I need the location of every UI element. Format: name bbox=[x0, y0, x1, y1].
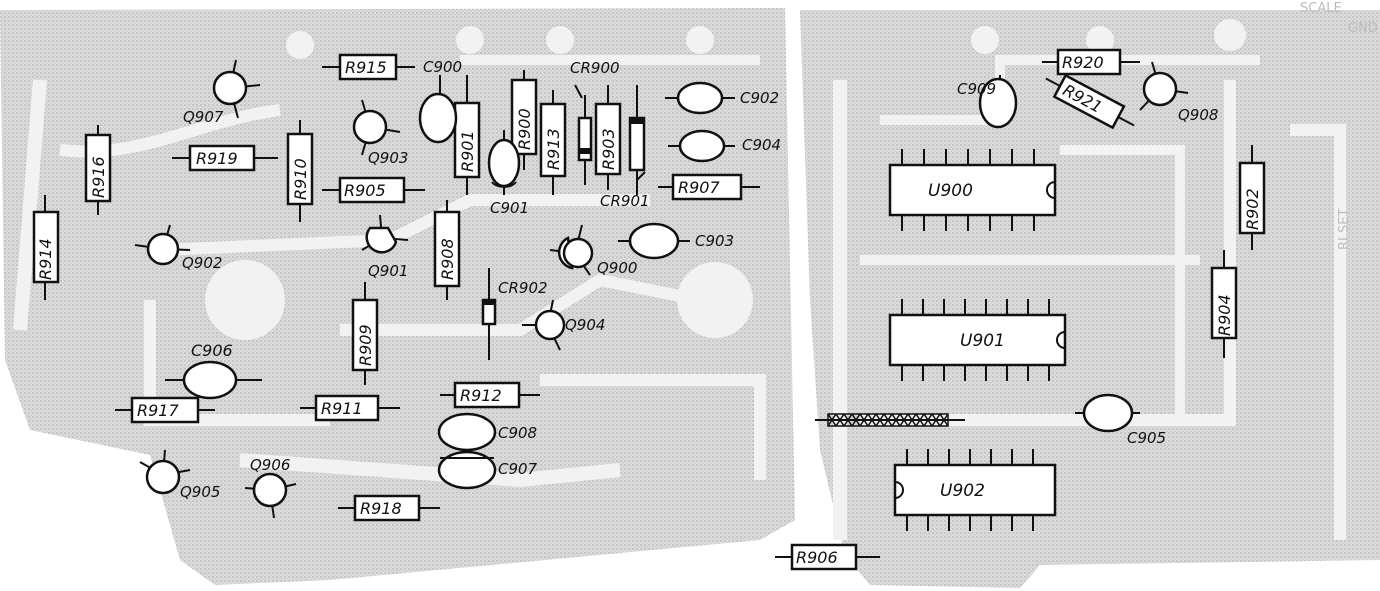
capacitor-c903: C903 bbox=[618, 222, 734, 260]
label-r916: R916 bbox=[89, 156, 108, 198]
label-c909: C909 bbox=[957, 80, 996, 98]
label-u901: U901 bbox=[960, 331, 1005, 351]
capacitor-c901: C901 bbox=[487, 130, 529, 217]
ghost-label-gnd: GND bbox=[1348, 21, 1378, 36]
label-q908: Q908 bbox=[1178, 106, 1218, 124]
capacitor-c900: C900 bbox=[418, 58, 462, 144]
label-r917: R917 bbox=[137, 401, 179, 420]
ghost-label-scale: SCALE bbox=[1300, 1, 1342, 16]
label-r914: R914 bbox=[36, 238, 55, 280]
label-r903: R903 bbox=[599, 128, 618, 170]
label-r913: R913 bbox=[544, 128, 563, 170]
resistor-r906: R906 bbox=[775, 543, 880, 571]
ic-u901: U901 bbox=[888, 299, 1067, 381]
ic-u900: U900 bbox=[888, 149, 1057, 231]
capacitor-c904: C904 bbox=[668, 129, 781, 163]
transistor-q902: Q902 bbox=[134, 224, 222, 272]
label-r910: R910 bbox=[291, 158, 310, 200]
resistor-r902: R902 bbox=[1238, 145, 1266, 250]
transistor-q904: Q904 bbox=[522, 299, 605, 351]
label-c905: C905 bbox=[1127, 429, 1166, 447]
label-c901: C901 bbox=[490, 199, 529, 217]
label-q901: Q901 bbox=[368, 262, 408, 280]
label-r900: R900 bbox=[515, 108, 534, 150]
label-r918: R918 bbox=[360, 499, 402, 518]
label-cr900: CR900 bbox=[570, 59, 620, 77]
capacitor-c905: C905 bbox=[1075, 393, 1166, 447]
resistor-r910: R910 bbox=[286, 120, 314, 222]
label-r901: R901 bbox=[458, 130, 477, 172]
transistor-q906: Q906 bbox=[244, 456, 297, 519]
label-r902: R902 bbox=[1243, 188, 1262, 230]
label-r907: R907 bbox=[678, 178, 720, 197]
diode-cr901: CR901 bbox=[600, 85, 650, 210]
resistor-r900: R900 bbox=[510, 70, 538, 170]
label-c908: C908 bbox=[498, 424, 537, 442]
resistor-r913: R913 bbox=[539, 90, 567, 195]
resistor-r907: R907 bbox=[658, 173, 760, 201]
label-r920: R920 bbox=[1062, 53, 1104, 72]
label-u900: U900 bbox=[928, 181, 973, 201]
label-r904: R904 bbox=[1215, 294, 1234, 336]
label-c900: C900 bbox=[423, 58, 462, 76]
resistor-r918: R918 bbox=[338, 494, 440, 522]
diode-cr900: CR900 bbox=[570, 59, 620, 185]
label-r911: R911 bbox=[321, 399, 363, 418]
transistor-q905: Q905 bbox=[139, 449, 220, 501]
resistor-r917: R917 bbox=[115, 396, 215, 424]
label-c904: C904 bbox=[742, 136, 781, 154]
resistor-r908: R908 bbox=[433, 200, 461, 300]
label-r912: R912 bbox=[460, 386, 502, 405]
resistor-r901: R901 bbox=[453, 75, 481, 195]
diode-cr902: CR902 bbox=[481, 268, 548, 360]
label-q907: Q907 bbox=[183, 108, 224, 126]
label-r915: R915 bbox=[345, 58, 387, 77]
capacitor-c909: C909 bbox=[957, 75, 1018, 129]
transistor-q908: Q908 bbox=[1139, 61, 1218, 124]
label-q902: Q902 bbox=[182, 254, 222, 272]
label-q904: Q904 bbox=[565, 316, 605, 334]
label-c906: C906 bbox=[191, 341, 233, 360]
resistor-r904: R904 bbox=[1210, 250, 1238, 358]
ferrite-bead bbox=[815, 413, 965, 427]
label-q900: Q900 bbox=[597, 259, 637, 277]
label-q903: Q903 bbox=[368, 149, 408, 167]
label-q906: Q906 bbox=[250, 456, 290, 474]
ghost-label-ri-set: RI SET bbox=[1337, 209, 1352, 250]
resistor-r903: R903 bbox=[594, 85, 622, 190]
capacitor-c907: C907 bbox=[437, 450, 538, 490]
ic-u902: U902 bbox=[893, 449, 1057, 531]
resistor-r919: R919 bbox=[172, 144, 278, 172]
ghost-silkscreen: GND SCALE RI SET bbox=[1300, 1, 1378, 250]
label-r905: R905 bbox=[344, 181, 386, 200]
label-r908: R908 bbox=[438, 238, 457, 280]
capacitor-c902: C902 bbox=[665, 81, 779, 115]
label-cr901: CR901 bbox=[600, 192, 650, 210]
label-c907: C907 bbox=[498, 460, 538, 478]
label-c903: C903 bbox=[695, 232, 734, 250]
label-r909: R909 bbox=[356, 324, 375, 366]
label-cr902: CR902 bbox=[498, 279, 548, 297]
resistor-r912: R912 bbox=[440, 381, 540, 409]
resistor-r909: R909 bbox=[351, 282, 379, 385]
transistor-q903: Q903 bbox=[352, 99, 408, 167]
resistor-r915: R915 bbox=[322, 53, 415, 81]
label-r906: R906 bbox=[796, 548, 838, 567]
capacitor-c908: C908 bbox=[437, 412, 537, 452]
transistor-q907: Q907 bbox=[183, 59, 261, 126]
resistor-r920: R920 bbox=[1042, 48, 1140, 76]
transistor-q900: Q900 bbox=[549, 224, 637, 277]
resistor-r905: R905 bbox=[322, 176, 425, 204]
label-r919: R919 bbox=[196, 149, 238, 168]
capacitor-c906: C906 bbox=[165, 341, 262, 400]
resistor-r914: R914 bbox=[32, 195, 60, 300]
label-u902: U902 bbox=[940, 481, 985, 501]
resistor-r916: R916 bbox=[84, 125, 112, 215]
label-q905: Q905 bbox=[180, 483, 220, 501]
transistor-q901: Q901 bbox=[361, 214, 408, 280]
resistor-r911: R911 bbox=[300, 394, 400, 422]
label-c902: C902 bbox=[740, 89, 779, 107]
